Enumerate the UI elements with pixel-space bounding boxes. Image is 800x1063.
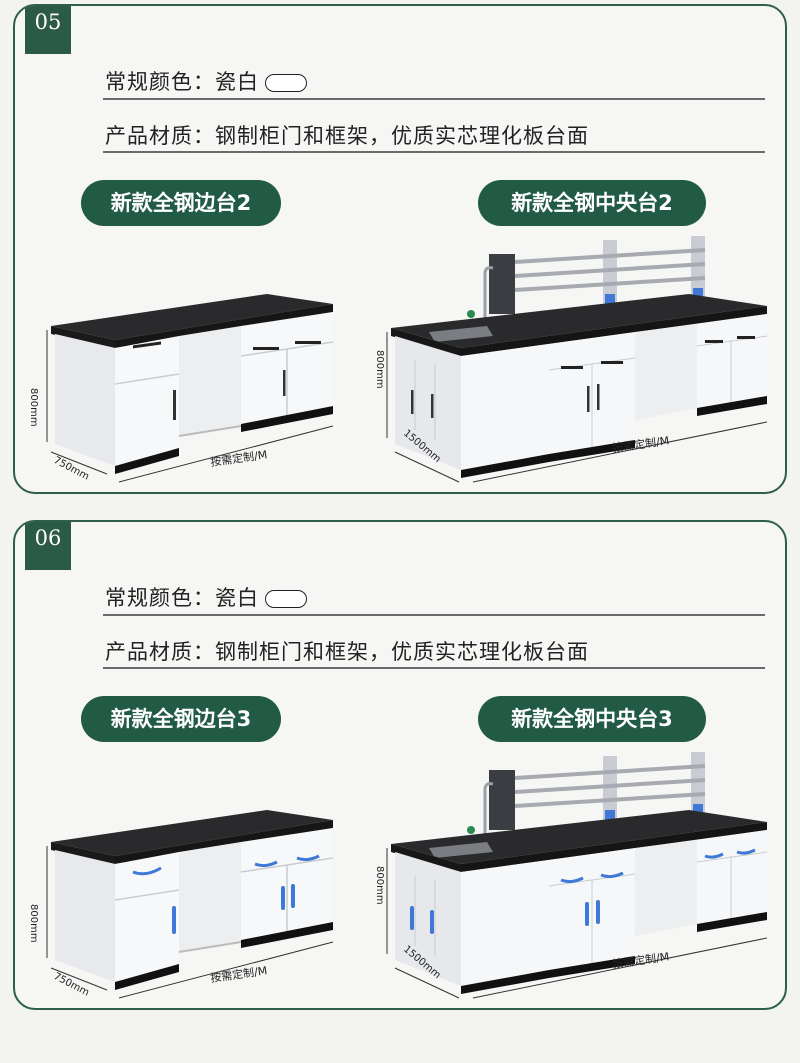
color-label: 常规颜色：瓷白 bbox=[105, 70, 259, 94]
section-number: 05 bbox=[34, 10, 62, 34]
center-bench-height: 800mm bbox=[374, 866, 385, 905]
furniture-illustration: 800mm 750mm 按需定制/M bbox=[28, 236, 768, 483]
color-swatch-porcelain-white bbox=[265, 590, 307, 608]
product-card-06: 06 常规颜色：瓷白 产品材质：钢制柜门和框架，优质实芯理化板台面 新款全钢边台… bbox=[13, 520, 787, 1010]
center-bench-image bbox=[386, 752, 768, 999]
section-number-badge: 06 bbox=[25, 522, 71, 570]
center-bench-image bbox=[386, 236, 768, 483]
side-bench-depth: 750mm bbox=[52, 455, 91, 483]
badge-ribbon-icon bbox=[25, 522, 71, 570]
section-number: 06 bbox=[34, 526, 62, 550]
furniture-illustration: 800mm 750mm 按需定制/M bbox=[28, 752, 768, 999]
product-card-05: 05 常规颜色：瓷白 产品材质：钢制柜门和框架，优质实芯理化板台面 新款全钢边台… bbox=[13, 4, 787, 494]
side-bench-depth: 750mm bbox=[52, 971, 91, 999]
side-bench-image bbox=[46, 810, 334, 999]
color-label: 常规颜色：瓷白 bbox=[105, 586, 259, 610]
color-spec: 常规颜色：瓷白 bbox=[105, 582, 307, 612]
product-name-side-bench: 新款全钢边台3 bbox=[81, 696, 281, 742]
center-bench-height: 800mm bbox=[374, 350, 385, 389]
material-spec: 产品材质：钢制柜门和框架，优质实芯理化板台面 bbox=[105, 124, 589, 148]
side-bench-image bbox=[46, 294, 334, 483]
product-name-center-bench: 新款全钢中央台2 bbox=[478, 180, 706, 226]
side-bench-height: 800mm bbox=[28, 904, 39, 943]
side-bench-height: 800mm bbox=[28, 388, 39, 427]
product-name-side-bench: 新款全钢边台2 bbox=[81, 180, 281, 226]
color-spec: 常规颜色：瓷白 bbox=[105, 66, 307, 96]
divider bbox=[103, 98, 765, 100]
product-name-center-bench: 新款全钢中央台3 bbox=[478, 696, 706, 742]
divider bbox=[103, 614, 765, 616]
badge-ribbon-icon bbox=[25, 6, 71, 54]
divider bbox=[103, 667, 765, 669]
section-number-badge: 05 bbox=[25, 6, 71, 54]
material-spec: 产品材质：钢制柜门和框架，优质实芯理化板台面 bbox=[105, 640, 589, 664]
color-swatch-porcelain-white bbox=[265, 74, 307, 92]
divider bbox=[103, 151, 765, 153]
